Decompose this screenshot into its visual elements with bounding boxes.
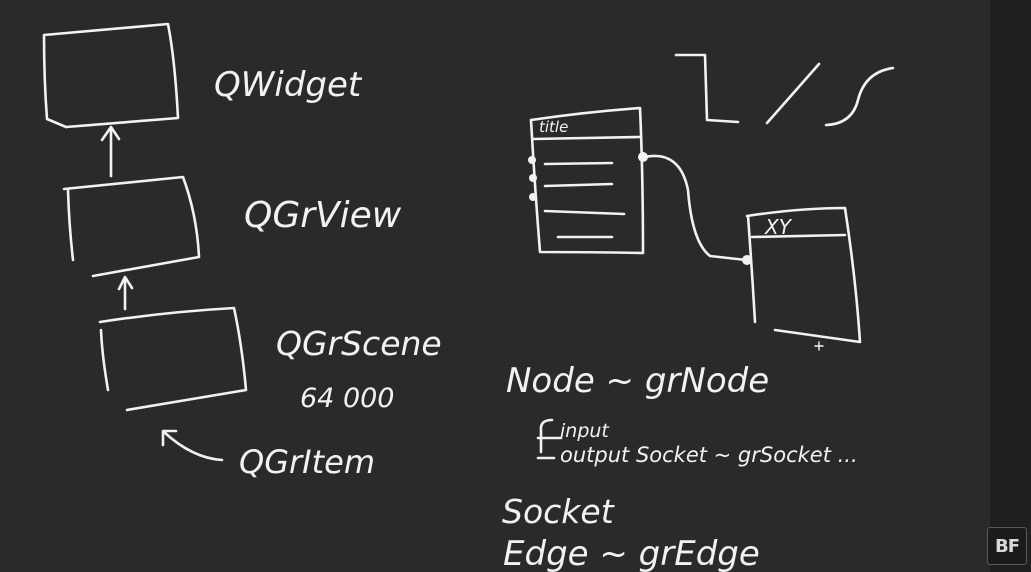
scene-size-label: 64 000 xyxy=(300,383,394,414)
socket-note: Socket xyxy=(502,492,615,531)
edge-gredge-note: Edge ~ grEdge xyxy=(503,534,760,572)
qgrscene-box xyxy=(98,306,248,412)
arrow-scene-to-view xyxy=(117,275,134,311)
qgrscene-label: QGrScene xyxy=(276,324,442,363)
qgritem-label: QGrItem xyxy=(239,443,375,481)
qwidget-label: QWidget xyxy=(214,65,363,105)
qwidget-box xyxy=(42,22,180,129)
bracket-mark xyxy=(536,418,563,460)
node-sketch xyxy=(528,106,648,255)
node-title: title xyxy=(539,118,568,136)
node-output-socket xyxy=(638,152,648,162)
node-grnode-note: Node ~ grNode xyxy=(506,361,769,401)
node-input-socket xyxy=(529,174,537,182)
logo-text: BF xyxy=(994,535,1020,557)
node-input-socket xyxy=(528,156,536,164)
qgrview-label: QGrView xyxy=(244,195,402,236)
qgrview-box xyxy=(62,175,201,278)
curve-glyphs xyxy=(674,53,895,127)
input-note: input xyxy=(560,420,610,442)
arrow-view-to-widget xyxy=(100,125,121,178)
right-gutter xyxy=(990,0,1031,572)
output-socket-note: output Socket ~ grSocket ... xyxy=(560,443,858,467)
sketch-canvas: QWidget QGrView QGrScene 64 000 QGrItem … xyxy=(42,22,895,572)
target-node-title: XY xyxy=(764,215,793,239)
whiteboard xyxy=(0,0,990,572)
channel-logo[interactable]: BF xyxy=(987,527,1027,565)
edge-curve xyxy=(643,154,748,262)
node-input-socket xyxy=(529,193,537,201)
arrow-item-to-scene xyxy=(161,429,224,462)
target-node-sketch xyxy=(742,206,862,351)
target-input-socket xyxy=(742,255,752,265)
